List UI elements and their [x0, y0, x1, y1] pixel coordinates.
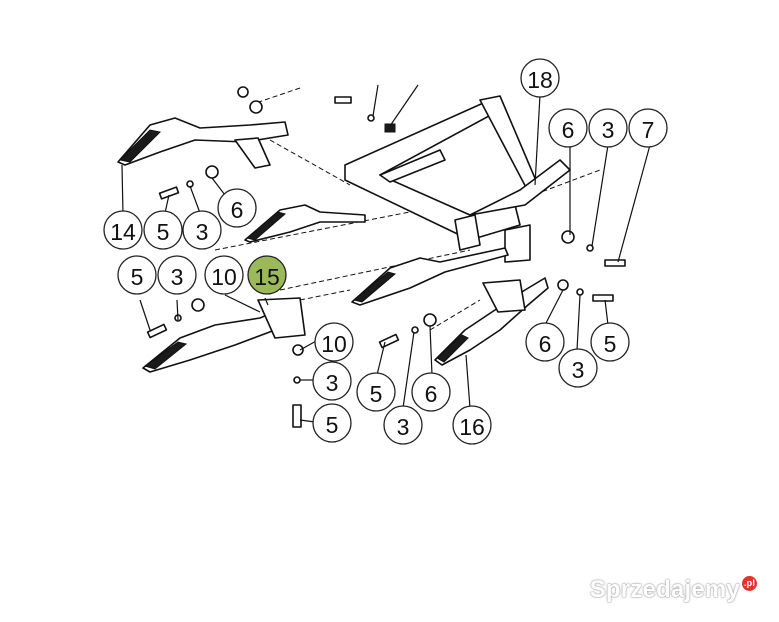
callout-16: 16	[452, 405, 492, 445]
svg-text:3: 3	[397, 414, 410, 440]
hardware	[146, 86, 626, 428]
svg-text:3: 3	[326, 370, 339, 396]
callout-5: 5	[143, 210, 183, 250]
svg-text:10: 10	[211, 264, 237, 290]
callout-6: 6	[525, 322, 565, 362]
svg-text:5: 5	[131, 264, 144, 290]
watermark-suffix: .pl	[742, 576, 757, 591]
svg-text:10: 10	[321, 331, 347, 357]
svg-text:3: 3	[602, 117, 615, 143]
svg-text:14: 14	[110, 219, 136, 245]
callout-5: 5	[356, 372, 396, 412]
svg-text:6: 6	[539, 331, 552, 357]
callout-14: 14	[103, 210, 143, 250]
callout-5: 5	[590, 322, 630, 362]
callout-10: 10	[314, 322, 354, 362]
callout-15-highlighted: 15	[247, 255, 287, 295]
callout-3: 3	[157, 255, 197, 295]
leader-lines	[121, 84, 651, 423]
svg-text:6: 6	[231, 197, 244, 223]
point-center	[351, 247, 509, 306]
callout-3: 3	[383, 405, 423, 445]
point-16	[434, 277, 549, 366]
svg-text:3: 3	[196, 219, 209, 245]
svg-text:7: 7	[642, 117, 655, 143]
callout-3: 3	[588, 108, 628, 148]
callout-3: 3	[312, 361, 352, 401]
svg-text:18: 18	[527, 67, 553, 93]
callout-10: 10	[204, 255, 244, 295]
callout-6: 6	[217, 188, 257, 228]
point-15	[142, 297, 306, 373]
callout-6: 6	[411, 372, 451, 412]
point-14	[117, 117, 289, 169]
callouts: 18 6 3 7 14 5	[103, 58, 668, 445]
callout-5: 5	[312, 403, 352, 443]
svg-text:3: 3	[171, 264, 184, 290]
svg-text:5: 5	[370, 381, 383, 407]
main-frame	[344, 95, 571, 263]
svg-text:3: 3	[572, 357, 585, 383]
callout-6: 6	[548, 108, 588, 148]
svg-text:6: 6	[425, 381, 438, 407]
svg-text:5: 5	[157, 219, 170, 245]
watermark-text: Sprzedajemy	[589, 576, 740, 603]
svg-text:6: 6	[562, 117, 575, 143]
callout-3: 3	[182, 210, 222, 250]
point-middle-left	[244, 204, 366, 243]
callout-5: 5	[117, 255, 157, 295]
svg-text:15: 15	[254, 264, 280, 290]
svg-text:16: 16	[459, 414, 485, 440]
svg-text:5: 5	[604, 331, 617, 357]
callout-18: 18	[520, 58, 560, 98]
watermark-logo: Sprzedajemy.pl	[590, 576, 757, 604]
svg-text:5: 5	[326, 412, 339, 438]
callout-3: 3	[558, 348, 598, 388]
callout-7: 7	[628, 108, 668, 148]
